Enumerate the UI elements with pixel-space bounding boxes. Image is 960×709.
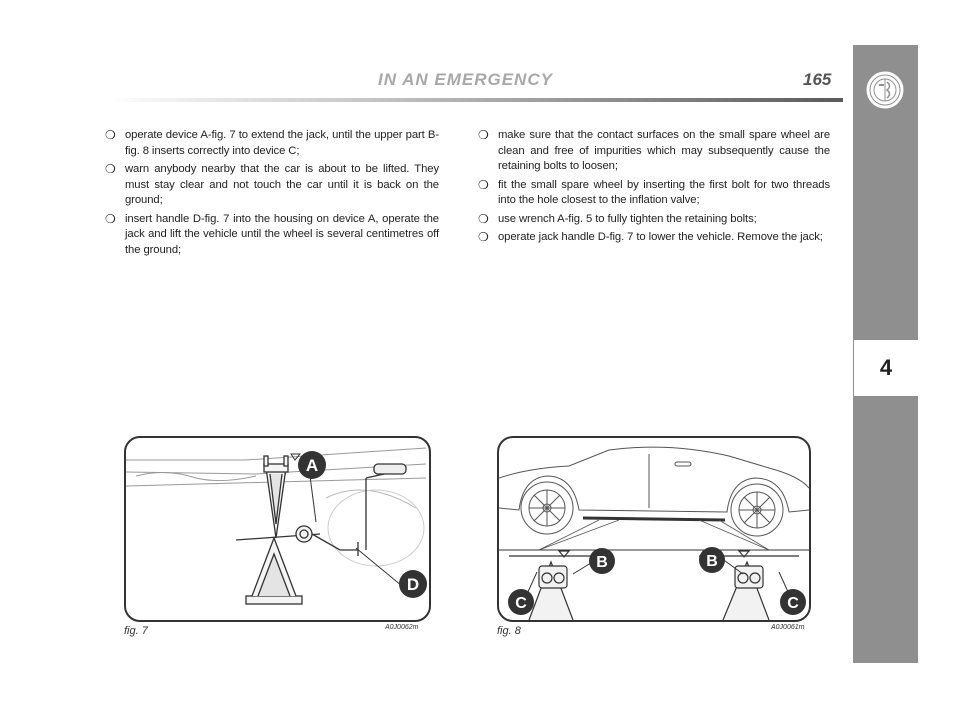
left-column-list: ❍ operate device A-fig. 7 to extend the j… xyxy=(105,128,439,261)
wheel-front xyxy=(520,481,574,535)
callout-c-right: C xyxy=(780,589,806,615)
callout-b-right: B xyxy=(699,547,725,573)
bullet-icon: ❍ xyxy=(478,177,489,192)
svg-text:B: B xyxy=(596,554,608,571)
svg-text:C: C xyxy=(787,595,799,612)
list-item: ❍ make sure that the contact surfaces on … xyxy=(478,128,830,175)
list-item: ❍ use wrench A-fig. 5 to fully tighten th… xyxy=(478,212,830,228)
figure-7-code: A0J0062m xyxy=(385,624,419,631)
figure-8-code: A0J0061m xyxy=(771,624,805,631)
list-item-text: warn anybody nearby that the car is abou… xyxy=(125,163,439,206)
list-item-text: operate device A-fig. 7 to extend the ja… xyxy=(125,129,439,157)
bullet-icon: ❍ xyxy=(105,211,116,226)
right-column-list: ❍ make sure that the contact surfaces on … xyxy=(478,128,830,249)
callout-d: D xyxy=(399,570,427,598)
figure-7-caption: fig. 7 xyxy=(124,625,148,637)
jacking-points-illustration: B B C C xyxy=(499,446,809,620)
callout-c-left: C xyxy=(508,589,534,615)
scissor-jack xyxy=(235,455,321,605)
bullet-icon: ❍ xyxy=(105,162,116,176)
list-item: ❍ fit the small spare wheel by inserting … xyxy=(478,178,830,209)
jack-detail-right xyxy=(699,550,799,620)
marker-arrow-icon xyxy=(290,453,302,461)
jack-detail-left xyxy=(509,550,609,620)
list-item-text: make sure that the contact surfaces on t… xyxy=(498,129,830,172)
figure-8-caption: fig. 8 xyxy=(497,625,521,637)
bullet-icon: ❍ xyxy=(105,128,116,142)
list-item-text: operate jack handle D-fig. 7 to lower th… xyxy=(498,231,823,243)
list-item: ❍ warn anybody nearby that the car is abo… xyxy=(105,162,439,209)
page-number: 165 xyxy=(803,70,832,89)
bullet-icon: ❍ xyxy=(478,128,489,142)
bullet-icon: ❍ xyxy=(478,211,489,226)
jack-illustration: A D xyxy=(126,447,427,605)
svg-text:C: C xyxy=(515,595,527,612)
chapter-tab[interactable]: 4 xyxy=(853,340,918,396)
list-item-text: use wrench A-fig. 5 to fully tighten the… xyxy=(498,212,757,225)
svg-text:B: B xyxy=(706,553,718,570)
alfa-romeo-logo-icon xyxy=(866,71,904,109)
list-item: ❍ operate jack handle D-fig. 7 to lower t… xyxy=(478,230,830,246)
list-item: ❍ insert handle D-fig. 7 into the housing… xyxy=(105,212,439,259)
list-item-text: insert handle D-fig. 7 into the housing … xyxy=(125,212,439,256)
figure-8: B B C C xyxy=(497,436,811,622)
car-side-view xyxy=(499,446,809,522)
bullet-icon: ❍ xyxy=(478,230,489,244)
svg-text:A: A xyxy=(306,456,318,475)
list-item: ❍ operate device A-fig. 7 to extend the j… xyxy=(105,128,439,159)
figure-7: A D xyxy=(124,436,431,622)
chapter-number: 4 xyxy=(879,355,893,380)
callout-a: A xyxy=(298,451,326,479)
header-rule xyxy=(105,98,843,102)
wheel-rear xyxy=(730,483,784,537)
list-item-text: fit the small spare wheel by inserting t… xyxy=(498,178,830,207)
page-title: IN AN EMERGENCY xyxy=(378,70,553,89)
jack-handle xyxy=(311,463,407,556)
callout-b-left: B xyxy=(589,548,615,574)
svg-text:D: D xyxy=(407,575,419,594)
